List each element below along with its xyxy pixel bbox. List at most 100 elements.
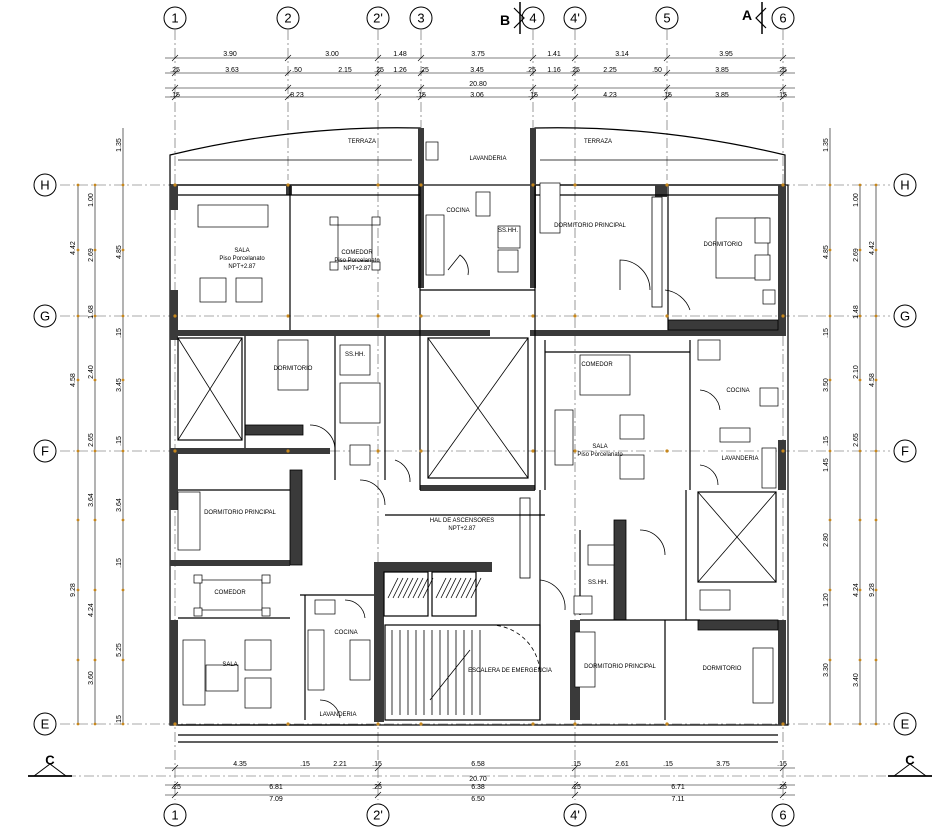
dim-bot-1-5: .15: [571, 761, 581, 768]
dim-dot: [874, 248, 878, 252]
dim-left-outer-0: 4.42: [70, 241, 77, 255]
axis-label-right-g: G: [900, 309, 910, 324]
room-lavanderia-top: LAVANDERIA: [469, 156, 506, 162]
dim-tick: [779, 781, 787, 789]
dim-dot: [76, 183, 80, 187]
dim-tick: [663, 84, 671, 92]
dim-dot: [76, 314, 80, 318]
axis-label-left-f: F: [41, 444, 49, 459]
room-sshh-bottom-right: SS.HH.: [588, 580, 608, 586]
dim-bot-3-0: .25: [171, 784, 181, 791]
axis-label-top-3: 2': [373, 11, 383, 26]
dim-top-2-2: .50: [292, 67, 302, 74]
axis-label-top-5: 4: [529, 11, 536, 26]
door-swings: [309, 254, 721, 719]
dim-tick: [417, 69, 425, 77]
dim-tick: [284, 54, 292, 62]
grid-dot: [665, 449, 669, 453]
grid-intersection-dots: [76, 183, 878, 726]
grid-dot: [376, 449, 380, 453]
grid-lines: [30, 30, 925, 800]
elevator-hatch-line: [392, 577, 404, 599]
elevator-hatch-line: [440, 577, 452, 599]
elevator-hatch-line: [435, 577, 447, 599]
dim-tick: [779, 84, 787, 92]
dim-bot-4-2: 7.11: [671, 796, 684, 803]
dim-tick: [571, 764, 579, 772]
dim-dot: [874, 722, 878, 726]
dim-right-mid-6: 3.40: [853, 673, 860, 687]
grid-dot: [286, 183, 290, 187]
dim-top-2-11: 2.25: [603, 67, 617, 74]
grid-dot: [531, 722, 535, 726]
dim-left-mid-3: 2.40: [88, 365, 95, 379]
dim-dot: [874, 658, 878, 662]
dim-dot: [93, 449, 97, 453]
dim-top-2-1: 3.63: [225, 67, 239, 74]
dim-bot-3-4: .25: [571, 784, 581, 791]
grid-dot: [286, 314, 290, 318]
room-dormitorio-mid: DORMITORIO: [274, 366, 313, 372]
dim-dot: [858, 183, 862, 187]
axis-label-right-f: F: [901, 444, 909, 459]
bottom-dimensions: 4.35 .15 2.21 .15 6.58 .15 2.61 .15 3.75…: [165, 761, 795, 803]
dim-top-4-2: .15: [416, 92, 426, 99]
dim-bot-1-3: .15: [372, 761, 382, 768]
axis-label-top-7: 5: [663, 11, 670, 26]
dim-left-mid-0: 1.00: [88, 193, 95, 207]
dim-tick: [374, 764, 382, 772]
dim-right-mid-0: 1.00: [853, 193, 860, 207]
dim-left-inner-0: 1.35: [116, 138, 123, 152]
dim-top-2-3: 2.15: [338, 67, 352, 74]
elevator-hatch-line: [417, 577, 429, 599]
dim-top-4-5: 4.23: [603, 92, 617, 99]
dim-tick: [417, 84, 425, 92]
grid-dot: [665, 314, 669, 318]
dim-bot-1-6: 2.61: [615, 761, 629, 768]
grid-dot: [419, 314, 423, 318]
dim-right-inner-4: .15: [823, 436, 830, 446]
room-sala-mid: SALA: [592, 444, 607, 450]
dim-tick: [284, 93, 292, 101]
dim-dot: [93, 378, 97, 382]
grid-dot: [286, 449, 290, 453]
room-lavanderia-mid: LAVANDERIA: [721, 456, 758, 462]
dim-top-1-6: 3.95: [719, 51, 733, 58]
dim-top-total: 20.80: [469, 81, 487, 88]
elevators: [383, 571, 482, 617]
dim-dot: [76, 378, 80, 382]
dim-dot: [93, 314, 97, 318]
dim-tick: [529, 93, 537, 101]
dim-top-2-13: 3.85: [715, 67, 729, 74]
grid-dot: [173, 722, 177, 726]
dim-bot-4-1: 6.50: [471, 796, 485, 803]
dim-tick: [171, 54, 179, 62]
grid-dot: [573, 314, 577, 318]
level-tag-hall: NPT+2.87: [448, 526, 476, 532]
dim-bot-1-0: 4.35: [233, 761, 247, 768]
dim-dot: [874, 449, 878, 453]
grid-dot: [376, 314, 380, 318]
floor-tag-sala-mid: Piso Porcelanato: [577, 452, 623, 458]
grid-dot: [781, 722, 785, 726]
grid-dot: [173, 449, 177, 453]
grid-dot: [781, 449, 785, 453]
dim-right-inner-1: 4.85: [823, 245, 830, 259]
elevator-hatch-line: [445, 577, 457, 599]
grid-dot: [419, 722, 423, 726]
dim-dot: [874, 518, 878, 522]
dim-right-mid-5: 4.24: [853, 583, 860, 597]
left-dimensions: 4.42 4.58 9.28 1.00 2.69 1.68 2.40 2.65 …: [70, 128, 124, 725]
elevator-hatch-line: [450, 577, 462, 599]
grid-dot: [665, 183, 669, 187]
grid-dot: [531, 314, 535, 318]
dim-right-inner-5: 1.45: [823, 458, 830, 472]
grid-dot: [665, 722, 669, 726]
dim-dot: [121, 248, 125, 252]
dim-dot: [93, 722, 97, 726]
dim-top-2-9: 1.16: [547, 67, 561, 74]
dim-bot-3-2: .25: [372, 784, 382, 791]
top-dimensions: 3.90 3.00 1.48 3.75 1.41 3.14 3.95 .25 3…: [165, 51, 795, 101]
dim-tick: [529, 84, 537, 92]
dim-right-inner-3: 3.50: [823, 378, 830, 392]
